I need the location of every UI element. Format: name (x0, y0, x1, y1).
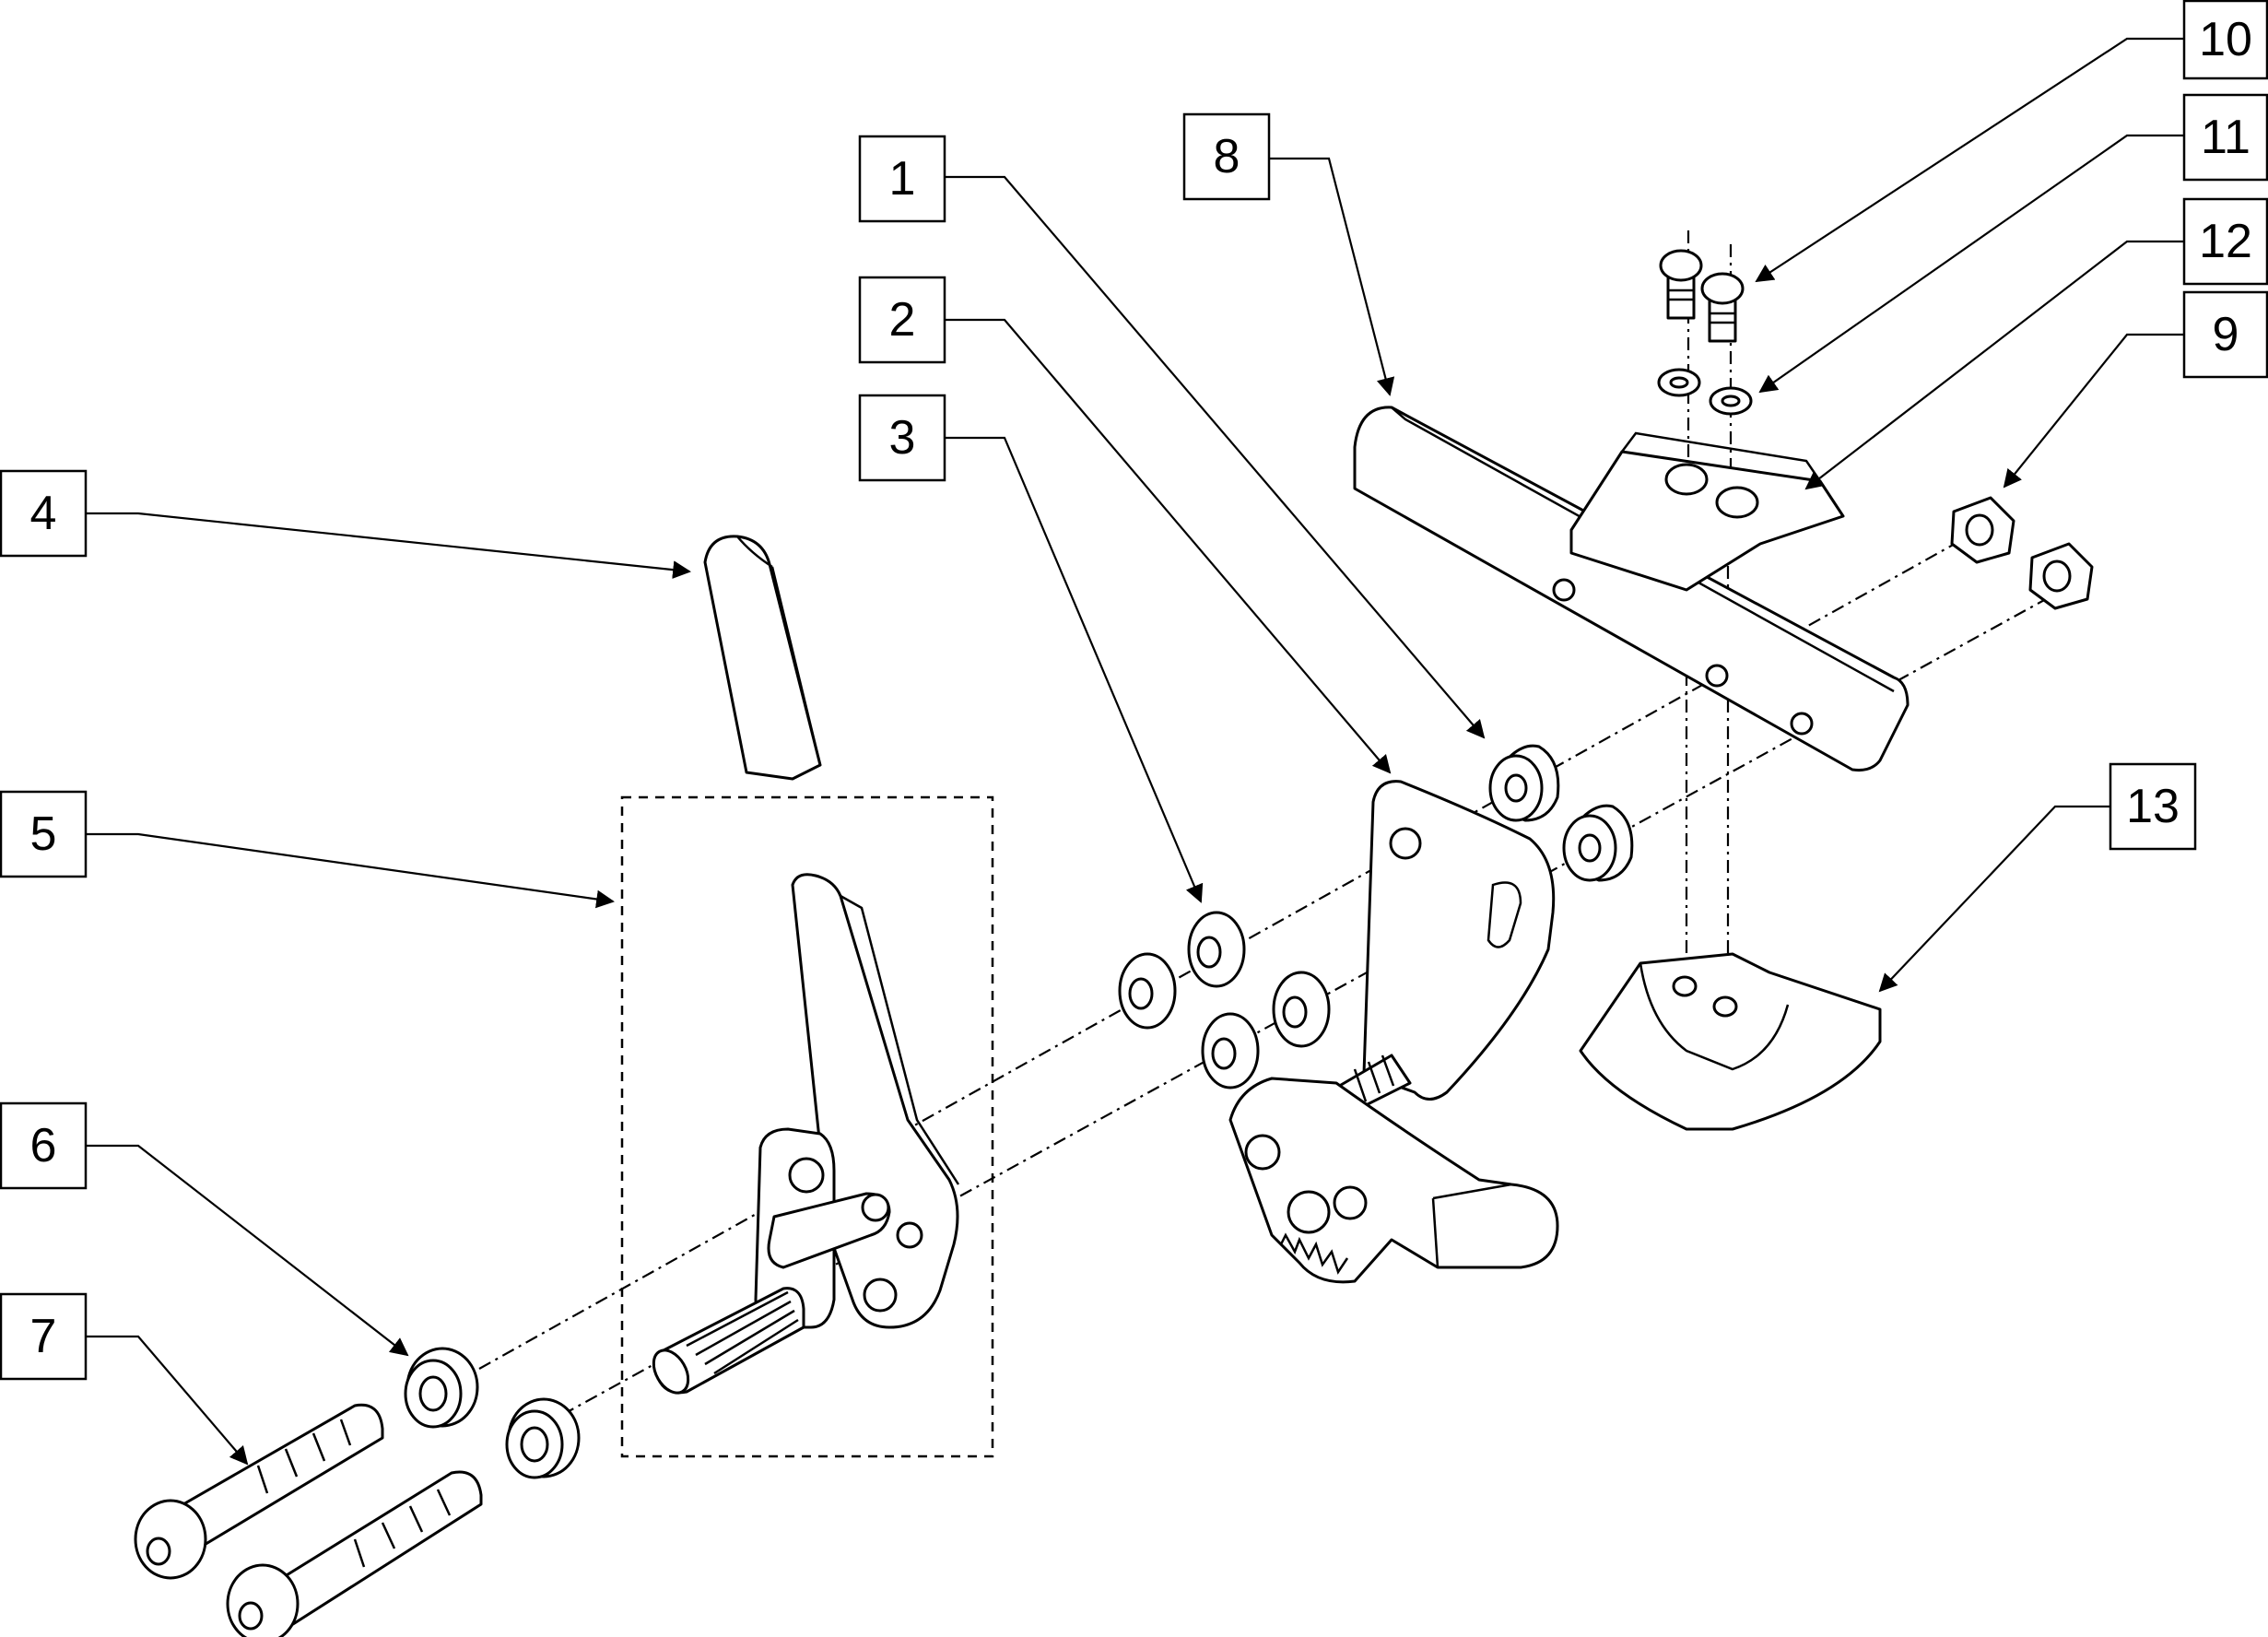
callout-9: 9 (2182, 290, 2268, 379)
callout-6: 6 (0, 1101, 88, 1190)
callout-7-label: 7 (30, 1310, 57, 1363)
part-4-lever-grip (703, 535, 822, 781)
explosion-lines (478, 230, 2047, 1416)
callout-1-label: 1 (889, 152, 916, 206)
callout-2: 2 (858, 276, 946, 364)
callout-4-label: 4 (30, 487, 57, 540)
part-6-flanged-bushing-a (404, 1347, 479, 1429)
leader-lines (86, 37, 2184, 1466)
callout-5: 5 (0, 790, 88, 878)
callout-3: 3 (858, 394, 946, 482)
part-1-spacers (1488, 744, 1634, 882)
callout-13-label: 13 (2126, 780, 2180, 833)
callout-9-label: 9 (2213, 308, 2239, 361)
part-5-assembly-box (620, 795, 994, 1458)
callout-10: 10 (2182, 0, 2268, 80)
part-7-screw-a (134, 1403, 384, 1580)
callout-13: 13 (2109, 762, 2197, 851)
part-13-clamp-half (1579, 952, 1882, 1131)
part-11-washers (1657, 368, 1753, 416)
part-2-plate-and-ratchet (1228, 780, 1559, 1284)
part-6-flanged-bushing-b (505, 1397, 581, 1479)
part-3-washers (1118, 911, 1331, 1089)
callout-8-label: 8 (1214, 130, 1240, 183)
callout-11: 11 (2182, 93, 2268, 182)
callout-6-label: 6 (30, 1119, 57, 1172)
callout-4: 4 (0, 469, 88, 558)
part-9-nuts (1950, 496, 2094, 610)
callout-7: 7 (0, 1292, 88, 1381)
callout-2-label: 2 (889, 293, 916, 347)
callout-8: 8 (1182, 112, 1271, 201)
part-5-lever-assembly (652, 873, 960, 1395)
callout-3-label: 3 (889, 411, 916, 465)
part-7-screw-b (226, 1470, 483, 1637)
part-8-arm-bar (1353, 406, 1910, 771)
part-10-cap-screws (1659, 249, 1745, 343)
callout-12-label: 12 (2199, 215, 2252, 268)
callout-1: 1 (858, 135, 946, 223)
callout-11-label: 11 (2201, 111, 2250, 164)
callout-10-label: 10 (2199, 13, 2252, 66)
callout-5-label: 5 (30, 807, 57, 861)
callout-12: 12 (2182, 197, 2268, 286)
